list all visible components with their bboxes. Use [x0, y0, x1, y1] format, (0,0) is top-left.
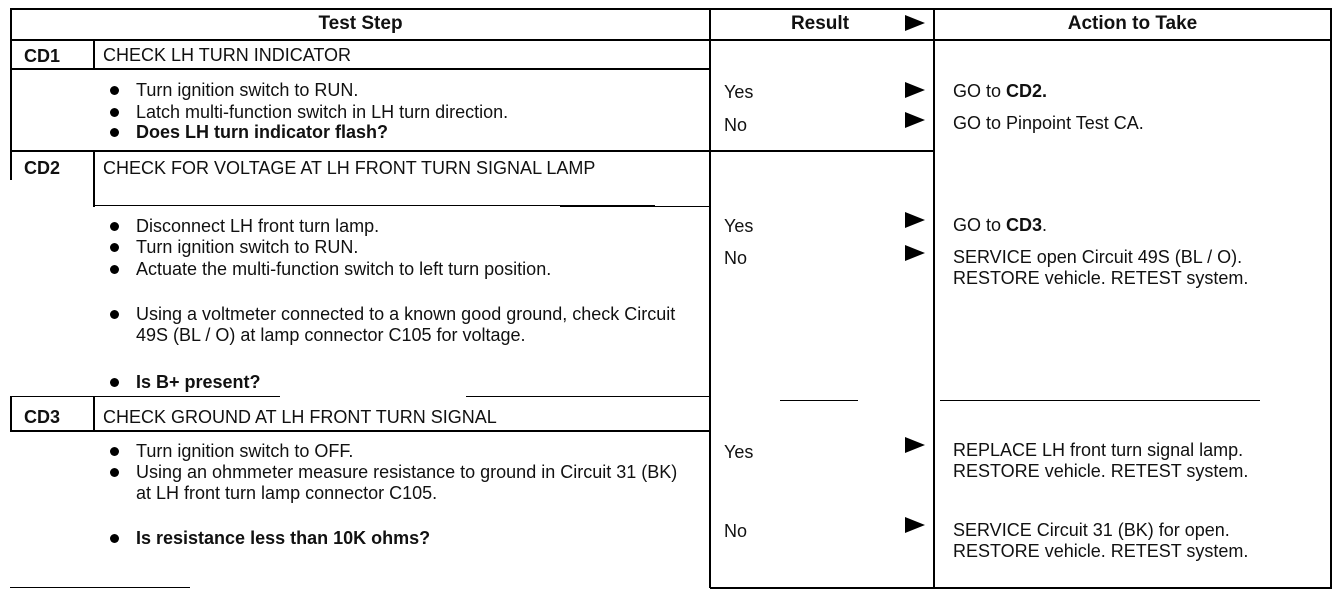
- cd3-action-no: SERVICE Circuit 31 (BK) for open. RESTOR…: [953, 520, 1249, 561]
- arrow-icon: [905, 245, 925, 261]
- cd3-result-no: No: [724, 521, 748, 541]
- cd2-step-1: Disconnect LH front turn lamp.: [110, 216, 379, 237]
- header-bottom-border: [10, 39, 1332, 41]
- arrow-icon: [905, 437, 925, 453]
- cd1-step-3: Does LH turn indicator flash?: [110, 122, 388, 143]
- arrow-icon: [905, 112, 925, 128]
- bullet-icon: [110, 265, 119, 274]
- bullet-icon: [110, 243, 119, 252]
- cd2-step-3: Actuate the multi-function switch to lef…: [110, 259, 606, 280]
- cd1-action-yes: GO to CD2.: [953, 81, 1048, 101]
- col-divider-result: [709, 8, 711, 588]
- arrow-icon: [905, 517, 925, 533]
- cd3-step-1: Turn ignition switch to OFF.: [110, 441, 353, 462]
- cd2-step-2: Turn ignition switch to RUN.: [110, 237, 358, 258]
- cd1-action-no: GO to Pinpoint Test CA.: [953, 113, 1144, 133]
- header-action: Action to Take: [1067, 13, 1198, 34]
- table-right-border: [1330, 8, 1332, 588]
- arrow-icon: [905, 82, 925, 98]
- cd2-title: CHECK FOR VOLTAGE AT LH FRONT TURN SIGNA…: [103, 158, 596, 178]
- cd3-code-divider: [93, 397, 95, 432]
- table-top-border: [10, 8, 1332, 10]
- header-test-step: Test Step: [318, 13, 403, 34]
- bullet-icon: [110, 468, 119, 477]
- table-bottom-border-left: [10, 587, 190, 588]
- header-arrow-icon: [905, 15, 925, 31]
- cd2-step-4: Using a voltmeter connected to a known g…: [110, 304, 696, 346]
- cd1-code: CD1: [24, 46, 61, 66]
- cd1-result-yes: Yes: [724, 82, 754, 102]
- table-left-border-lower: [10, 396, 12, 432]
- cd2-section-bottom-action: [940, 400, 1260, 401]
- cd2-code-divider: [93, 151, 95, 207]
- bullet-icon: [110, 86, 119, 95]
- cd3-step-3: Is resistance less than 10K ohms?: [110, 528, 430, 549]
- cd2-section-bottom-result: [780, 400, 858, 401]
- cd1-section-bottom: [10, 150, 935, 152]
- table-left-border: [10, 8, 12, 180]
- cd2-result-yes: Yes: [724, 216, 754, 236]
- bullet-icon: [110, 128, 119, 137]
- cd2-title-bottom: [95, 205, 655, 206]
- cd3-code: CD3: [24, 407, 61, 427]
- table-bottom-border: [710, 587, 1332, 589]
- cd2-result-no: No: [724, 248, 748, 268]
- cd2-step-5: Is B+ present?: [110, 372, 261, 393]
- cd3-title: CHECK GROUND AT LH FRONT TURN SIGNAL: [103, 407, 497, 427]
- col-divider-action: [933, 8, 935, 588]
- cd1-title-bottom: [10, 68, 710, 70]
- cd3-action-yes: REPLACE LH front turn signal lamp. RESTO…: [953, 440, 1249, 481]
- bullet-icon: [110, 108, 119, 117]
- header-result: Result: [790, 13, 850, 34]
- cd2-section-bottom-mid: [466, 396, 710, 397]
- cd2-title-bottom-right: [560, 206, 709, 207]
- bullet-icon: [110, 534, 119, 543]
- cd1-title: CHECK LH TURN INDICATOR: [103, 45, 352, 65]
- cd3-title-bottom: [10, 430, 710, 432]
- cd1-result-no: No: [724, 115, 748, 135]
- cd1-step-2: Latch multi-function switch in LH turn d…: [110, 102, 508, 123]
- bullet-icon: [110, 378, 119, 387]
- cd2-code: CD2: [24, 158, 61, 178]
- cd1-step-1: Turn ignition switch to RUN.: [110, 80, 358, 101]
- cd3-result-yes: Yes: [724, 442, 754, 462]
- arrow-icon: [905, 212, 925, 228]
- bullet-icon: [110, 447, 119, 456]
- cd2-action-no: SERVICE open Circuit 49S (BL / O). RESTO…: [953, 247, 1249, 288]
- cd3-step-2: Using an ohmmeter measure resistance to …: [110, 462, 696, 504]
- cd2-section-bottom: [10, 396, 280, 397]
- cd1-code-divider: [93, 40, 95, 70]
- bullet-icon: [110, 310, 119, 319]
- cd2-action-yes: GO to CD3.: [953, 215, 1048, 235]
- bullet-icon: [110, 222, 119, 231]
